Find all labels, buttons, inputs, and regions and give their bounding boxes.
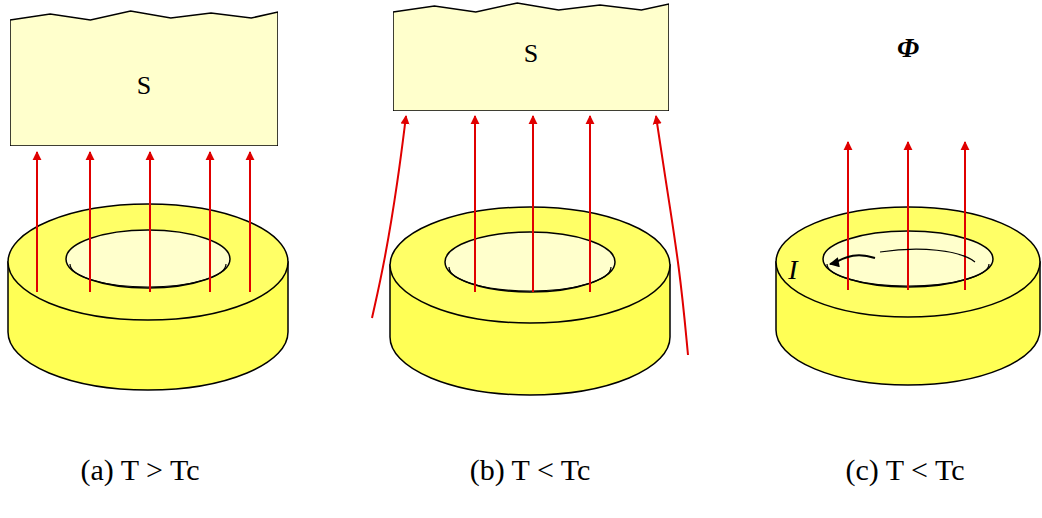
flux-line	[589, 116, 591, 292]
material-label: S	[137, 71, 151, 101]
current-arrow	[830, 255, 875, 264]
flux-line	[907, 142, 909, 290]
flux-line	[209, 152, 211, 292]
panel-caption: (a) T > Tc	[81, 453, 200, 487]
flux-line	[474, 116, 476, 292]
flux-line	[89, 152, 91, 292]
flux-line	[964, 142, 966, 290]
flux-line	[149, 152, 151, 292]
superconductor-block: S	[10, 8, 278, 146]
flux-line	[372, 116, 406, 318]
panel-caption: (b) T < Tc	[470, 453, 591, 487]
flux-line	[656, 116, 688, 355]
ring	[8, 204, 288, 390]
panel-caption: (c) T < Tc	[846, 453, 965, 487]
material-label: S	[524, 39, 538, 69]
flux-symbol: Φ	[897, 32, 919, 64]
superconductor-block: S	[393, 0, 669, 111]
ring	[390, 207, 670, 395]
current-symbol: I	[788, 254, 797, 286]
flux-line	[532, 116, 534, 292]
current-loop	[880, 249, 975, 262]
flux-line	[249, 152, 251, 292]
flux-line	[36, 152, 38, 292]
flux-line	[847, 142, 849, 290]
